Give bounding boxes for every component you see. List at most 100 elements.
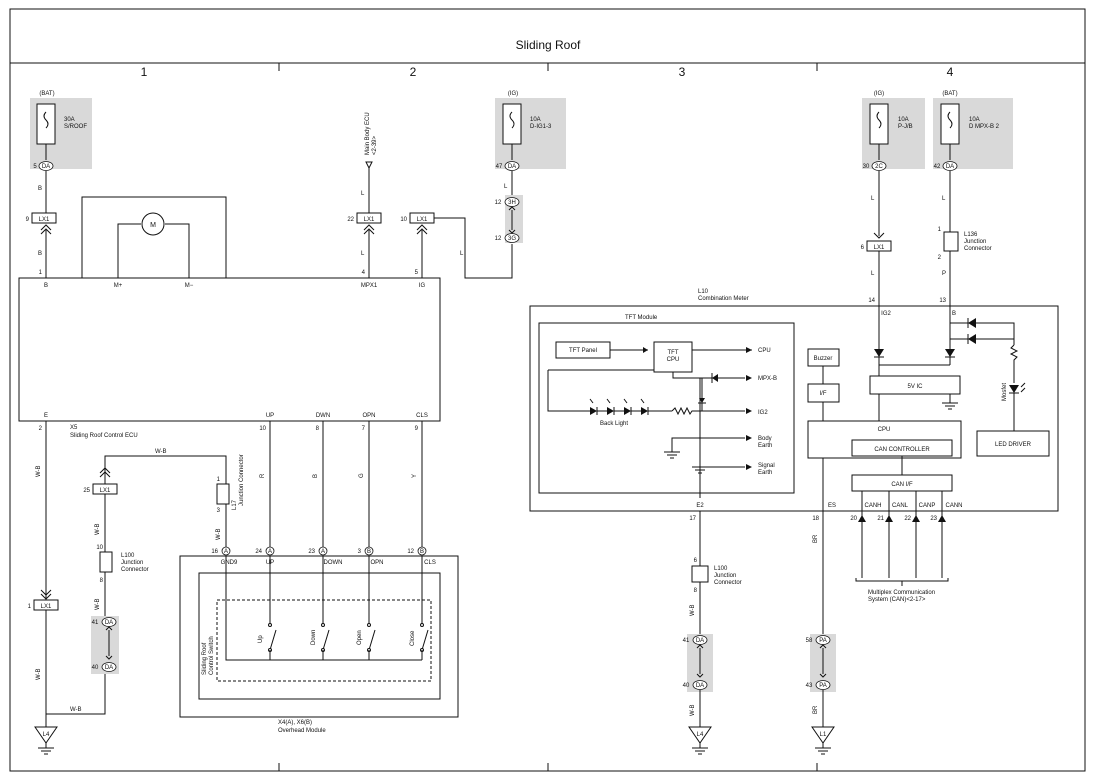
da-pin: 40 [92,665,99,671]
ecu-pin-num: 9 [415,426,419,432]
ecu-pin-label: DWN [316,413,330,419]
combination-meter: L10 Combination Meter TFT Module TFT Pan… [529,289,1059,512]
fuse-source: (IG) [508,91,518,97]
overhead-pin-conn: A [321,549,325,555]
can-if-label: CAN I/F [891,482,913,488]
switch-down-label: Down [311,630,317,645]
wire-color-l: L [942,196,946,202]
ground-l4-left: L4 [34,726,58,755]
pa-conn: PA [819,638,827,644]
wire-color-l: L [504,184,508,190]
wire-color-wb: W-B [95,598,101,610]
fuse-pin: 47 [496,164,503,170]
switch-name: Sliding RoofControl Switch [202,636,215,675]
junction-code: L136 [964,232,978,238]
overhead-pin-label: CLS [424,560,436,566]
back-light-label: Back Light [600,421,628,427]
overhead-pin-label: OPN [370,560,383,566]
overhead-pin-num: 12 [407,549,414,555]
conn-lx1-label: LX1 [41,604,52,610]
vic-label: 5V IC [907,384,923,390]
junction-pin: 2 [938,255,942,261]
ecu-pin-label: M+ [114,283,123,289]
ecu-supply-wiring: B LX1 9 B M Main Body ECU<2-39> L LX1 22… [26,112,523,279]
overhead-pin-num: 3 [358,549,362,555]
overhead-pin-label: DOWN [324,560,343,566]
buzzer-if-label: I/F [820,391,827,397]
switch-open-label: Open [357,630,363,645]
conn-lx1-pin: 25 [83,488,90,494]
ground-code: L1 [820,732,827,738]
wire-color-b: B [38,186,42,192]
overhead-pin-num: 23 [308,549,315,555]
junction-code: L17 [232,499,238,510]
fuse-ig-pjb: (IG) 10A P-J/B 30 2C [862,91,925,171]
fuse-bat-sroof: (BAT) 30A S/ROOF 5 DA [30,91,92,171]
fuse-rating: 10A [898,117,909,123]
pa-conn: PA [819,683,827,689]
fuse-source: (IG) [874,91,884,97]
ecu-pin-num: 5 [415,270,419,276]
fuse-ig-dig13: (IG) 10A D-IG1-3 47 DA [495,91,566,171]
meter-pin-label: IG2 [881,311,891,317]
wire-color-wb: W-B [95,523,101,535]
wire-color-l: L [361,191,365,197]
pa-pin: 43 [806,683,813,689]
ig2-signal-label: IG2 [758,410,768,416]
da-conn: DA [105,620,113,626]
conn-lx1-label: LX1 [39,217,50,223]
meter-pin-label: B [952,311,956,317]
ecu-pin-num: 8 [316,426,320,432]
conn-3h: 3H [508,200,516,206]
wire-color-l: L [361,251,365,257]
wire-color-l: L [871,196,875,202]
tft-module-label: TFT Module [625,315,658,321]
can-controller-label: CAN CONTROLLER [874,447,930,453]
conn-3g: 3G [508,236,516,242]
conn-lx1-pin: 22 [347,217,354,223]
junction-pin: 3 [217,508,221,514]
ecu-pin-label: MPX1 [361,283,378,289]
overhead-pin-num: 16 [211,549,218,555]
ecu-pin-num: 7 [362,426,366,432]
wire-color-b: B [38,251,42,257]
conn-lx1-label: LX1 [364,217,375,223]
overhead-pin-label: GND9 [221,560,238,566]
can-bus-lines [855,511,949,586]
overhead-pin-conn: B [420,549,424,555]
meter-pin-label: CANN [945,503,962,509]
da-conn: DA [105,665,113,671]
switch-close-label: Close [410,630,416,646]
fuse-name: S/ROOF [64,124,87,130]
column-ticks [278,63,818,771]
da-pin: 40 [683,683,690,689]
fuse-name: D MPX-B 2 [969,124,1000,130]
switch-up-label: Up [258,635,264,643]
ecu-code: X5 [70,425,78,431]
wire-color-wb: W-B [690,704,696,716]
page-title: Sliding Roof [516,38,581,52]
ground-l4-right: L4 [688,726,712,755]
cpu-label: CPU [878,427,891,433]
da-pin: 41 [683,638,690,644]
wire-color-br: BR [813,705,819,714]
ecu-pin-label: M− [185,283,194,289]
meter-pin-num: 20 [850,516,857,522]
ground-code: L4 [43,732,50,738]
junction-pin: 1 [217,477,221,483]
meter-pin-num: 22 [904,516,911,522]
wire-color-l: L [871,271,875,277]
junction-pin: 6 [694,558,698,564]
ecu-pin-label: E [44,413,48,419]
conn-lx1-label: LX1 [100,488,111,494]
ecu-ground-wiring: W-B LX1 1 W-B W-B W-B LX1 25 W-B 10 8 L1… [28,421,423,727]
ecu-pin-num: 1 [39,270,43,276]
meter-pin-label: CANL [892,503,909,509]
column-label-3: 3 [679,65,686,79]
fuse-conn: DA [42,164,50,170]
